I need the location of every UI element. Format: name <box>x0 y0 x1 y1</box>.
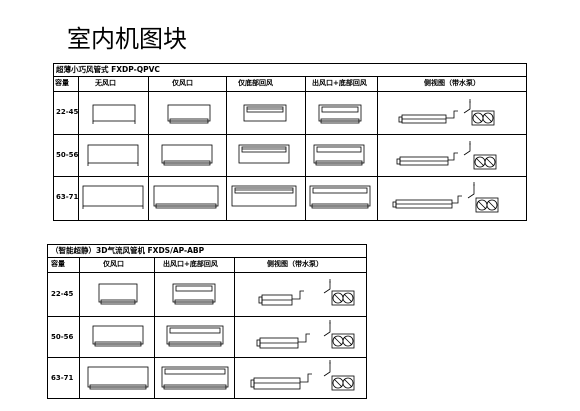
column-header-capacity: 容量 <box>51 260 65 268</box>
table-fxdp <box>53 63 527 221</box>
unit-drawing-bottom-return <box>243 104 287 122</box>
divider <box>53 91 527 92</box>
row-label-capacity: 63-71 <box>51 374 74 382</box>
column-header-capacity: 容量 <box>55 79 69 87</box>
unit-drawing-no-vent <box>87 144 139 166</box>
column-header-vent-bottom-return: 出风口+底部回风 <box>163 260 218 268</box>
divider <box>47 272 367 273</box>
unit-drawing-vent-bottom-return <box>172 283 216 305</box>
unit-drawing-side-view <box>398 99 495 126</box>
column-header-vent-only: 仅风口 <box>172 79 193 87</box>
table-fxdp-title: 超薄小巧风管式 FXDP-QPVC <box>56 65 160 74</box>
divider <box>226 76 227 221</box>
unit-drawing-vent-only <box>153 185 219 209</box>
column-header-vent-bottom-return: 出风口+底部回风 <box>312 79 367 87</box>
divider <box>53 76 527 77</box>
divider <box>154 257 155 399</box>
unit-drawing-vent-only <box>98 283 138 305</box>
unit-drawing-vent-bottom-return <box>313 144 365 166</box>
divider <box>148 76 149 221</box>
divider <box>78 76 79 221</box>
unit-drawing-vent-only <box>161 144 213 166</box>
row-label-capacity: 50-56 <box>51 333 74 341</box>
table-fxds <box>47 244 367 399</box>
unit-drawing-no-vent <box>92 104 136 124</box>
unit-drawing-vent-bottom-return <box>318 104 362 124</box>
unit-drawing-side-view <box>392 182 499 213</box>
divider <box>47 257 367 258</box>
unit-drawing-vent-bottom-return <box>309 185 371 209</box>
unit-drawing-vent-only <box>92 325 144 347</box>
unit-drawing-vent-only <box>167 104 211 124</box>
unit-drawing-no-vent <box>82 185 144 209</box>
divider <box>53 176 527 177</box>
row-label-capacity: 22-45 <box>56 108 79 116</box>
divider <box>377 76 378 221</box>
row-label-capacity: 63-71 <box>56 193 79 201</box>
divider <box>234 257 235 399</box>
column-header-no-vent: 无风口 <box>95 79 116 87</box>
table-fxds-title: （智能超静）3D气流风管机 FXDS/AP-ABP <box>51 246 205 255</box>
divider <box>305 76 306 221</box>
unit-drawing-side-view <box>256 320 355 349</box>
column-header-side-view: 侧视图（带水泵） <box>267 260 323 268</box>
divider <box>79 257 80 399</box>
row-label-capacity: 22-45 <box>51 290 74 298</box>
column-header-vent-only: 仅风口 <box>103 260 124 268</box>
unit-drawing-bottom-return <box>238 144 290 164</box>
unit-drawing-vent-bottom-return <box>161 366 229 390</box>
divider <box>47 316 367 317</box>
unit-drawing-vent-only <box>87 366 149 390</box>
row-label-capacity: 50-56 <box>56 151 79 159</box>
divider <box>47 357 367 358</box>
unit-drawing-side-view <box>396 141 497 170</box>
unit-drawing-side-view <box>258 279 355 306</box>
divider <box>53 134 527 135</box>
page-title: 室内机图块 <box>67 25 187 53</box>
column-header-side-view: 侧视图（带水泵） <box>424 79 480 87</box>
unit-drawing-bottom-return <box>231 185 297 207</box>
unit-drawing-vent-bottom-return <box>166 325 224 347</box>
unit-drawing-side-view <box>250 360 355 391</box>
column-header-bottom-return: 仅底部回风 <box>238 79 273 87</box>
